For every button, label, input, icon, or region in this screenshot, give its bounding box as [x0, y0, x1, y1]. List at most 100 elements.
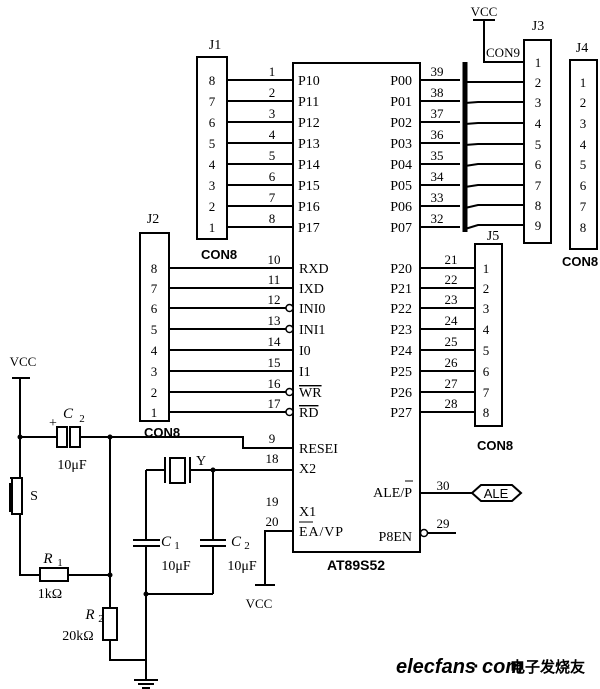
- pin-number: 30: [437, 478, 450, 493]
- pin-name: P24: [390, 344, 412, 359]
- connector-j3-pin: 3: [535, 95, 542, 110]
- ale-tag-shape: [470, 484, 523, 502]
- res-r1-sub: 1: [57, 557, 63, 569]
- connector-j4-pin: 6: [580, 178, 587, 193]
- pin-number: 34: [431, 169, 445, 184]
- pin-number: 20: [266, 514, 279, 529]
- pin-name: EA/VP: [299, 525, 343, 540]
- connector-j4-pin: 3: [580, 116, 587, 131]
- connector-j4-pin: 7: [580, 199, 587, 214]
- pin-number: 27: [445, 376, 459, 391]
- junction-dot: [107, 572, 113, 578]
- pin-name: X1: [299, 505, 316, 520]
- pin-number: 4: [269, 127, 276, 142]
- pin-number: 10: [268, 252, 281, 267]
- pin-name: I1: [299, 365, 311, 380]
- connector-j1-pin: 3: [209, 178, 216, 193]
- connector-j1-pin: 2: [209, 199, 216, 214]
- cap-c2-name: C: [63, 406, 74, 422]
- res-r2-sub: 2: [98, 613, 104, 625]
- pin-name: P26: [390, 386, 412, 401]
- cap-c2l-name: C: [231, 534, 242, 550]
- pin-name: P10: [298, 74, 320, 89]
- connector-j3: [523, 39, 552, 244]
- pin-name: P12: [298, 116, 320, 131]
- res-r1-name: R: [42, 551, 52, 567]
- crystal-body: [169, 457, 186, 484]
- connector-j5-label: J5: [487, 229, 499, 244]
- pin-name: P16: [298, 200, 320, 215]
- pin-name: WR: [299, 386, 322, 401]
- connector-j3-pin: 2: [535, 75, 542, 90]
- pin-name: P06: [390, 200, 412, 215]
- pin-name: P05: [390, 179, 412, 194]
- crystal-label: Y: [196, 454, 206, 469]
- pin-bubble: [285, 387, 294, 397]
- connector-j2-pin: 7: [151, 281, 158, 296]
- connector-j1-pin: 8: [209, 73, 216, 88]
- cap-c1-value: 10μF: [161, 559, 191, 574]
- cap-c2-value: 10μF: [57, 458, 87, 473]
- pin-number: 11: [268, 272, 281, 287]
- pin-number: 32: [431, 211, 444, 226]
- connector-j3-pin: 7: [535, 178, 542, 193]
- cap-c2l-value: 10μF: [227, 559, 257, 574]
- switch-body: [11, 477, 23, 515]
- pin-number: 33: [431, 190, 444, 205]
- psen-bubble: [419, 528, 429, 538]
- wire-bus-j3-6: [464, 204, 524, 209]
- wire-bus-j3-5: [464, 184, 524, 188]
- watermark-com: com: [482, 656, 523, 678]
- watermark-dot: ·: [473, 656, 480, 678]
- resistor-r2: [102, 607, 118, 641]
- pin-name: P27: [390, 406, 412, 421]
- watermark-site: elecfans: [396, 656, 476, 678]
- wire-bus-j3-7: [464, 224, 524, 230]
- pin-name: P22: [390, 302, 412, 317]
- connector-j3-pin: 1: [535, 55, 542, 70]
- connector-j5-pin: 5: [483, 343, 490, 358]
- junction-dot: [210, 467, 216, 473]
- pin-number: 23: [445, 292, 458, 307]
- pin-name: P01: [390, 95, 412, 110]
- pin-name: IXD: [299, 282, 324, 297]
- pin-number: 15: [268, 355, 281, 370]
- pin-name: RXD: [299, 262, 329, 277]
- wire-reset: [110, 436, 293, 449]
- connector-j3-pin: 6: [535, 157, 542, 172]
- connector-j1-pin: 6: [209, 115, 216, 130]
- connector-j4-type: CON8: [562, 254, 598, 269]
- pin-name: P8EN: [379, 530, 412, 545]
- connector-j2-type: CON8: [144, 425, 180, 440]
- pin-name: INI1: [299, 323, 325, 338]
- pin-name: X2: [299, 462, 316, 477]
- connector-j4-pin: 5: [580, 157, 587, 172]
- connector-j2: [139, 232, 170, 422]
- switch-label: S: [30, 489, 38, 504]
- pin-number: 5: [269, 148, 276, 163]
- pin-number: 37: [431, 106, 445, 121]
- pin-name: P03: [390, 137, 412, 152]
- connector-j3-label: J3: [532, 19, 544, 34]
- watermark-cn: 电子发烧友: [510, 658, 585, 676]
- res-r1-value: 1kΩ: [38, 587, 62, 602]
- ale-tag-label: ALE: [484, 486, 509, 501]
- connector-j4-pin: 2: [580, 95, 587, 110]
- connector-j5-pin: 6: [483, 364, 490, 379]
- wire-bus-j3-3: [464, 143, 524, 146]
- pin-name: P00: [390, 74, 412, 89]
- connector-j4-label: J4: [576, 41, 588, 56]
- res-r2-name: R: [84, 607, 94, 623]
- vcc-label-top: VCC: [471, 4, 498, 19]
- connector-j2-pin: 4: [151, 343, 158, 358]
- junction-dot: [107, 434, 113, 440]
- pin-name: P20: [390, 262, 412, 277]
- connector-j2-pin: 8: [151, 261, 158, 276]
- pin-name: P23: [390, 323, 412, 338]
- pin-number: 25: [445, 334, 458, 349]
- pin-number: 12: [268, 292, 281, 307]
- cap-c2l-sub: 2: [244, 540, 250, 552]
- pin-name: ALE/P: [373, 486, 412, 501]
- connector-j5-pin: 2: [483, 281, 490, 296]
- pin-name: P02: [390, 116, 412, 131]
